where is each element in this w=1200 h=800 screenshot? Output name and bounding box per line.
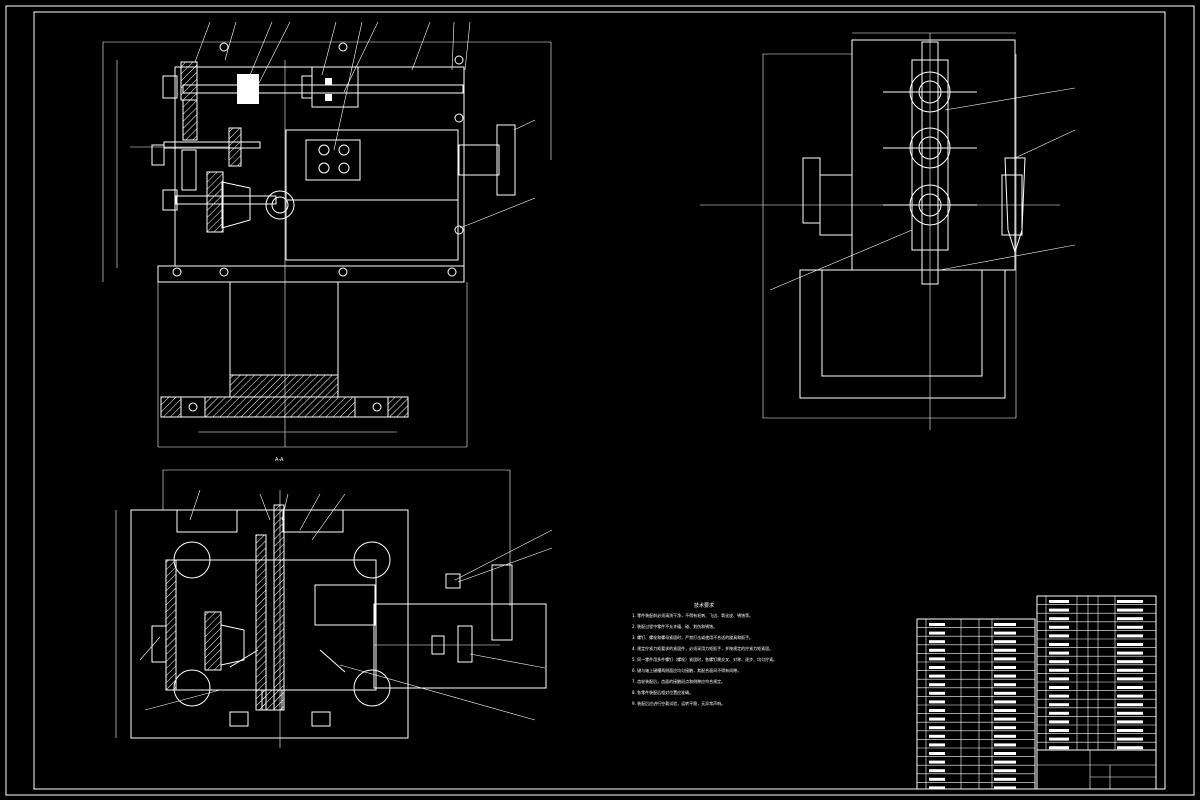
- table-cell: [929, 691, 945, 695]
- table-cell: [1117, 600, 1143, 603]
- table-cell: [1049, 660, 1069, 664]
- table-cell: [1049, 651, 1069, 655]
- table-cell: [994, 683, 1016, 687]
- table-cell: [1117, 608, 1143, 612]
- table-cell: [929, 726, 945, 730]
- table-cell: [929, 640, 945, 644]
- table-cell: [1049, 668, 1069, 672]
- table-cell: [1049, 737, 1069, 741]
- table-cell: [994, 691, 1016, 695]
- table-cell: [1049, 694, 1069, 698]
- table-cell: [994, 700, 1016, 704]
- table-cell: [929, 657, 945, 661]
- table-cell: [1049, 720, 1069, 724]
- table-cell: [994, 709, 1016, 712]
- technical-notes: 技术要求 1. 零件装配前必须清洗干净，不得有毛刺、飞边、氧化皮、锈蚀等。 2.…: [632, 602, 777, 706]
- table-cell: [1049, 703, 1069, 707]
- table-cell: [994, 769, 1016, 773]
- table-cell: [994, 631, 1016, 635]
- table-cell: [994, 777, 1016, 781]
- table-cell: [929, 717, 945, 721]
- table-cell: [994, 674, 1016, 678]
- table-cell: [1117, 729, 1143, 732]
- note-line: 1. 零件装配前必须清洗干净，不得有毛刺、飞边、氧化皮、锈蚀等。: [632, 612, 753, 618]
- note-line: 8. 各零件装配后相对位置应准确。: [632, 689, 693, 695]
- table-cell: [1049, 677, 1069, 681]
- table-cell: [994, 726, 1016, 730]
- table-cell: [1049, 643, 1069, 646]
- table-cell: [994, 640, 1016, 644]
- note-line: 5. 同一零件用多件螺钉（螺栓）紧固时，各螺钉需交叉、对称、逐步、均匀拧紧。: [632, 656, 777, 662]
- outer-border: [5, 5, 1195, 796]
- table-cell: [929, 666, 945, 669]
- table-cell: [1049, 729, 1069, 732]
- inner-border: [33, 11, 1166, 790]
- table-cell: [994, 752, 1016, 755]
- table-cell: [1117, 711, 1143, 715]
- table-cell: [994, 657, 1016, 661]
- table-cell: [929, 752, 945, 755]
- table-cell: [1117, 617, 1143, 621]
- table-cell: [1049, 711, 1069, 715]
- table-cell: [929, 623, 945, 626]
- table-cell: [1049, 625, 1069, 629]
- note-line: 9. 装配后应进行空载试验，运转平稳，无异常声响。: [632, 700, 725, 706]
- table-cell: [994, 743, 1016, 747]
- table-cell: [1117, 746, 1143, 750]
- table-cell: [1117, 651, 1143, 655]
- table-cell: [994, 623, 1016, 626]
- table-cell: [929, 631, 945, 635]
- notes-heading: 技术要求: [694, 602, 714, 609]
- table-cell: [929, 777, 945, 781]
- table-cell: [1036, 749, 1157, 790]
- table-cell: [1049, 617, 1069, 621]
- table-cell: [1117, 634, 1143, 638]
- table-cell: [1117, 625, 1143, 629]
- table-cell: [1049, 746, 1069, 750]
- table-cell: [929, 709, 945, 712]
- table-cell: [994, 734, 1016, 738]
- table-cell: [1117, 643, 1143, 646]
- table-cell: [929, 674, 945, 678]
- table-cell: [1117, 703, 1143, 707]
- table-cell: [1117, 720, 1143, 724]
- section-view: A-A: [115, 457, 553, 748]
- note-line: 2. 装配过程中零件不允许磕、碰、划伤和锈蚀。: [632, 623, 717, 629]
- table-cell: [929, 760, 945, 764]
- note-line: 6. 键与轴上键槽两侧面应均匀接触，其配合面间不得有间隙。: [632, 667, 741, 673]
- table-cell: [1049, 600, 1069, 603]
- table-cell: [929, 769, 945, 773]
- table-cell: [1117, 737, 1143, 741]
- table-cell: [994, 648, 1016, 652]
- section-label: A-A: [275, 457, 284, 463]
- table-cell: [929, 734, 945, 738]
- table-cell: [1117, 660, 1143, 664]
- table-cell: [994, 666, 1016, 669]
- table-cell: [929, 648, 945, 652]
- note-line: 4. 规定拧紧力矩要求的紧固件，必须采用力矩扳手，并按规定的拧紧力矩紧固。: [632, 645, 773, 651]
- note-line: 7. 齿轮装配后，齿面的接触斑点和侧隙应符合规定。: [632, 678, 725, 684]
- table-cell: [929, 743, 945, 747]
- front-view: [102, 21, 552, 448]
- table-cell: [1049, 634, 1069, 638]
- table-cell: [994, 717, 1016, 721]
- table-cell: [994, 786, 1016, 790]
- side-view: [700, 32, 1076, 430]
- table-cell: [994, 760, 1016, 764]
- table-cell: [1117, 677, 1143, 681]
- table-cell: [929, 700, 945, 704]
- title-block: [916, 595, 1157, 790]
- table-cell: [1117, 686, 1143, 689]
- table-cell: [929, 683, 945, 687]
- table-cell: [1049, 608, 1069, 612]
- table-cell: [1117, 668, 1143, 672]
- table-cell: [1049, 686, 1069, 689]
- note-line: 3. 螺钉、螺栓和螺母紧固时，严禁打击或使用不合适的旋具和扳手。: [632, 634, 753, 640]
- table-cell: [929, 786, 945, 790]
- table-cell: [1117, 694, 1143, 698]
